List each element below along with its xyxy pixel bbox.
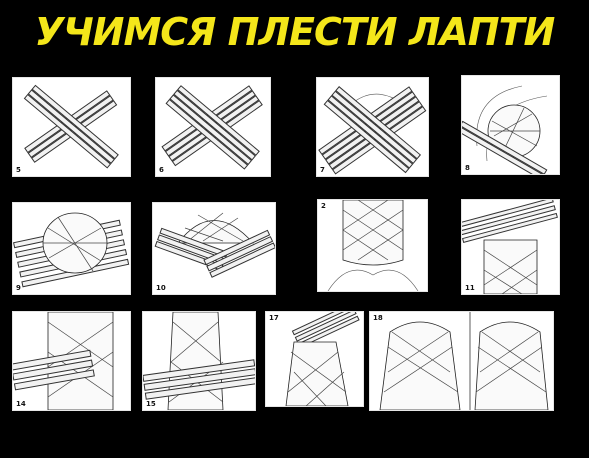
step-panel-2: 2 bbox=[317, 199, 428, 292]
step-number: 8 bbox=[465, 164, 470, 172]
woven-strips-illustration bbox=[318, 86, 427, 175]
woven-tube-illustration bbox=[327, 200, 419, 291]
step-number: 17 bbox=[269, 314, 279, 322]
step-number: 6 bbox=[159, 166, 164, 174]
finished-lapti-illustration bbox=[379, 312, 549, 410]
step-panel-11: 11 bbox=[461, 199, 560, 295]
step-number: 9 bbox=[16, 284, 21, 292]
crossed-strips-illustration bbox=[23, 84, 119, 169]
page-title: УЧИМСЯ ПЛЕСТИ ЛАПТИ bbox=[34, 10, 556, 54]
step-panel-8: 8 bbox=[461, 75, 560, 175]
step-number: 18 bbox=[373, 314, 383, 322]
step-panel-6: 6 bbox=[155, 77, 271, 177]
crossed-strips-illustration bbox=[161, 85, 263, 170]
step-number: 11 bbox=[465, 284, 475, 292]
woven-sole-illustration bbox=[154, 212, 275, 278]
step-panel-17: 17 bbox=[265, 311, 364, 407]
step-panel-14: 14 bbox=[12, 311, 131, 411]
step-panel-15: 15 bbox=[142, 311, 256, 411]
step-panel-10: 10 bbox=[152, 202, 276, 295]
step-number: 10 bbox=[156, 284, 166, 292]
woven-heel-illustration bbox=[13, 312, 114, 410]
step-number: 15 bbox=[146, 400, 156, 408]
step-panel-18: 18 bbox=[369, 311, 554, 411]
step-number: 2 bbox=[321, 202, 326, 210]
woven-knot-illustration bbox=[462, 85, 548, 174]
step-number: 5 bbox=[16, 166, 21, 174]
woven-round-illustration bbox=[13, 212, 130, 288]
step-number: 14 bbox=[16, 400, 26, 408]
step-number: 7 bbox=[320, 166, 325, 174]
woven-front-illustration bbox=[285, 312, 360, 406]
step-panel-7: 7 bbox=[316, 77, 429, 177]
woven-side-illustration bbox=[143, 312, 255, 410]
step-panel-5: 5 bbox=[12, 77, 131, 177]
step-panel-9: 9 bbox=[12, 202, 131, 295]
woven-toe-illustration bbox=[462, 200, 558, 294]
